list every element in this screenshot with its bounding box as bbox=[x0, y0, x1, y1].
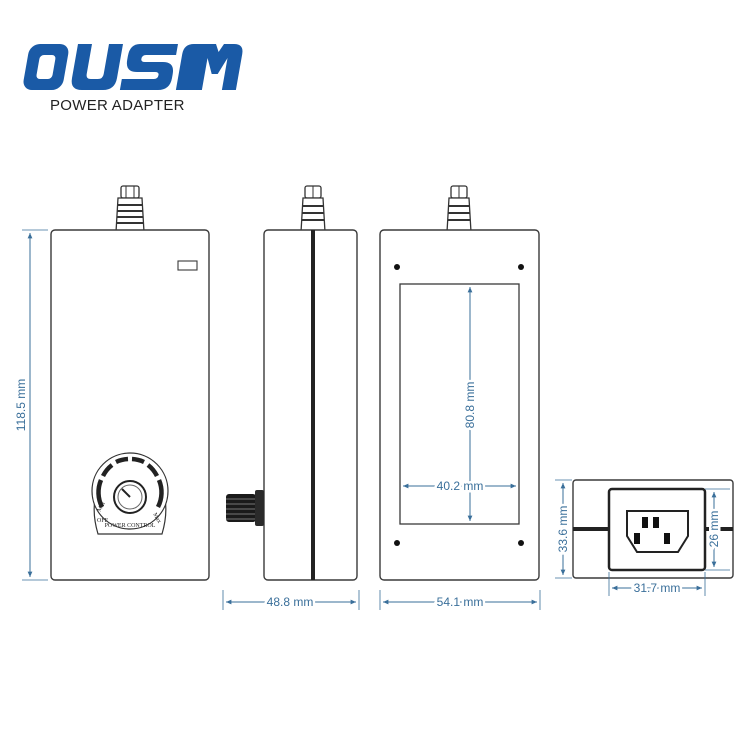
side-knob bbox=[226, 490, 264, 526]
socket-width-label: 31.7 mm bbox=[634, 581, 681, 595]
power-control-dial: Min OFF Max POWER CONTROL bbox=[91, 452, 169, 535]
brand-logo: POWER ADAPTER bbox=[23, 44, 243, 114]
front-body bbox=[50, 229, 210, 581]
logo-letter-m bbox=[175, 44, 243, 90]
front-view: Min OFF Max POWER CONTROL 118.5 mm bbox=[14, 185, 210, 581]
screw-hole bbox=[394, 540, 400, 546]
logo-letter-s bbox=[119, 44, 178, 90]
screw-hole bbox=[518, 264, 524, 270]
side-view: 48.8 mm bbox=[222, 185, 360, 612]
side-cable bbox=[300, 185, 326, 233]
back-view: 80.8 mm 40.2 mm 54.1 mm bbox=[379, 185, 541, 612]
recess-width-label: 40.2 mm bbox=[437, 479, 484, 493]
brand-tagline: POWER ADAPTER bbox=[50, 97, 185, 114]
dial-min-label: Min bbox=[97, 501, 107, 513]
dial-off-label: OFF bbox=[97, 518, 109, 524]
front-height-label: 118.5 mm bbox=[14, 379, 28, 431]
socket-pin bbox=[653, 517, 659, 528]
socket-pin bbox=[664, 533, 670, 544]
side-width-label: 48.8 mm bbox=[267, 595, 314, 609]
end-view: 33.6 mm 26 mm 31.7 mm bbox=[554, 479, 734, 598]
dial-power-control-label: POWER CONTROL bbox=[105, 523, 156, 529]
back-width-label: 54.1 mm bbox=[437, 595, 484, 609]
side-body bbox=[263, 229, 358, 581]
recess-height-label: 80.8 mm bbox=[463, 382, 477, 429]
socket-pin bbox=[634, 533, 640, 544]
screw-hole bbox=[518, 540, 524, 546]
dial-max-label: Max bbox=[151, 512, 162, 525]
socket-pin bbox=[642, 517, 648, 528]
socket-height-label: 26 mm bbox=[707, 511, 721, 548]
brand-logo-area: POWER ADAPTER bbox=[0, 0, 260, 130]
logo-letter-u bbox=[71, 44, 123, 90]
front-cable bbox=[115, 185, 145, 233]
end-height-label: 33.6 mm bbox=[556, 506, 570, 553]
logo-mark bbox=[23, 44, 243, 90]
led-indicator bbox=[177, 260, 198, 271]
back-cable bbox=[446, 185, 472, 233]
screw-hole bbox=[394, 264, 400, 270]
